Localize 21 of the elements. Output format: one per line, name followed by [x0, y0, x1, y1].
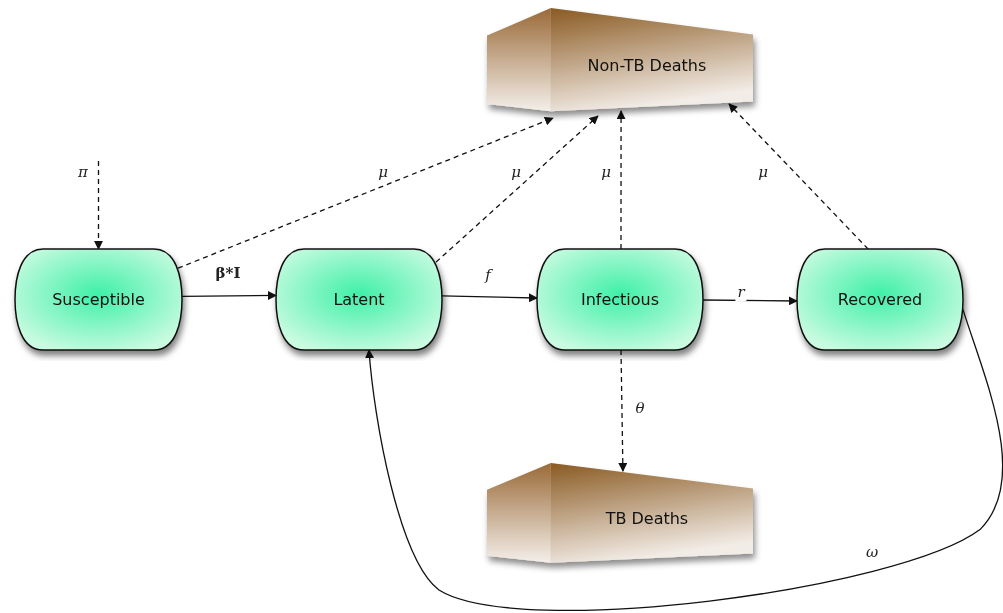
state-box	[797, 249, 963, 350]
edge-label: f	[483, 266, 493, 284]
edge-label: β*I	[213, 264, 243, 282]
arrow	[616, 110, 626, 250]
node-label: Infectious	[579, 289, 661, 311]
arrow	[94, 160, 103, 250]
node-label: Susceptible	[51, 289, 146, 311]
node-label: Latent	[332, 289, 386, 311]
arrow	[441, 293, 538, 303]
arrow	[702, 296, 798, 306]
arrow	[728, 103, 869, 250]
node-label: Recovered	[836, 289, 924, 311]
state-box	[276, 249, 442, 350]
arrow	[181, 291, 277, 301]
arrow	[618, 349, 628, 472]
state-box	[537, 249, 703, 350]
node-label: TB Deaths	[605, 508, 689, 528]
arrow	[177, 116, 554, 269]
state-box	[15, 249, 182, 350]
node-label: Non-TB Deaths	[587, 55, 707, 75]
arrow	[435, 115, 599, 263]
